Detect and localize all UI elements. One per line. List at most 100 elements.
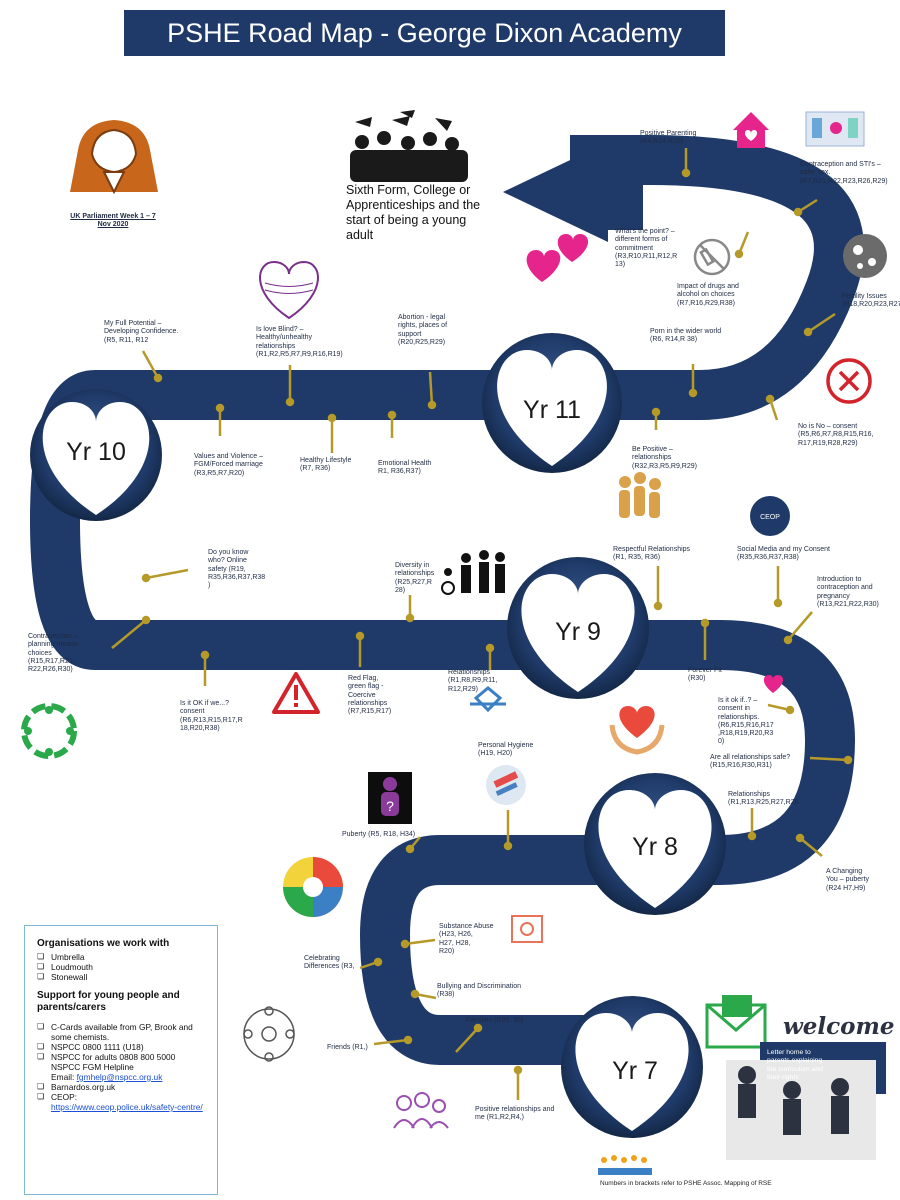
support-item: C-Cards available from GP, Brook and som…: [37, 1022, 209, 1042]
topic-diversity: Diversity in relationships (R25,R27,R 28…: [395, 562, 435, 594]
topic-substance-abuse: Substance Abuse (H23, H26, H27, H28, R20…: [439, 923, 494, 955]
year-label-8: Yr 8: [632, 833, 678, 861]
road: [30, 135, 864, 1065]
support-item: NSPCC 0800 1111 (U18): [37, 1042, 209, 1052]
topic-red-flag: Red Flag, green flag - Coercive relation…: [348, 675, 392, 716]
topic-online-safety: Do you know who? Online safety (R19, R35…: [208, 549, 266, 590]
parliament-note: UK Parliament Week 1 – 7 Nov 2020: [70, 213, 156, 229]
year-label-11: Yr 11: [523, 396, 581, 424]
topic-be-positive: Be Positive – relationships (R32,R3,R5,R…: [632, 446, 697, 470]
topic-relationships-y8: Relationships (R1,R13,R25,R27,R28: [728, 791, 799, 807]
topic-love-blind: Is love Blind? – Healthy/unhealthy relat…: [256, 326, 343, 358]
topic-contraception-stis: Contraception and STI's – safer sex. (R7…: [800, 161, 888, 185]
hands-heart-icon: [609, 706, 665, 755]
friends-network-icon: [243, 1006, 295, 1062]
footnote: Numbers in brackets refer to PSHE Assoc.…: [600, 1180, 772, 1187]
topic-emotional-health: Emotional Health R1, R36,R37): [378, 460, 432, 476]
puberty-question-icon: ?: [368, 772, 412, 824]
year-label-10: Yr 10: [66, 438, 126, 466]
road-arrow: [503, 142, 608, 242]
warning-icon: [272, 672, 320, 714]
year-label-7: Yr 7: [612, 1057, 658, 1085]
topic-respectful: Respectful Relationships (R1, R35, R36): [613, 546, 691, 562]
topic-social-media: Social Media and my Consent (R35,R36,R37…: [737, 546, 830, 562]
purple-heart-icon: [259, 260, 319, 320]
support-heading: Support for young people and parents/car…: [37, 990, 180, 1013]
stop-icon: [826, 358, 872, 404]
svg-text:CEOP: CEOP: [760, 514, 780, 521]
people-group-icon: [619, 472, 661, 518]
family-house-icon: [733, 112, 769, 148]
topic-is-it-ok: Is it OK if we...? consent (R6,R13,R15,R…: [180, 700, 243, 732]
year-circle-10: [30, 389, 162, 521]
fertility-icon: [843, 234, 887, 278]
topic-contraception-planning: Contraception – planning means choices (…: [28, 633, 78, 674]
pink-hearts-icon: [526, 234, 589, 282]
support-list: C-Cards available from GP, Brook and som…: [37, 1022, 209, 1112]
substance-icon: [511, 915, 543, 943]
year-circle-7: [561, 996, 703, 1138]
support-email-label: Email:: [51, 1072, 75, 1082]
topic-personal-hygiene: Personal Hygiene (H19, H20): [478, 742, 534, 758]
topic-positive-relationships: Positive relationships and me (R1,R2,R4,…: [475, 1106, 555, 1122]
topic-relationships-y9: Relationships (R1,R8,R9,R11, R12,R29): [448, 669, 498, 693]
topic-families: Families (R35, 36): [466, 1017, 524, 1024]
judge-icon: [70, 120, 158, 195]
support-nspcc-adults: NSPCC for adults 0808 800 5000: [51, 1052, 176, 1062]
support-item: CEOP: https://www.ceop.police.uk/safety-…: [37, 1092, 209, 1112]
year-label-9: Yr 9: [555, 618, 601, 646]
ceop-link[interactable]: https://www.ceop.police.uk/safety-centre…: [51, 1102, 203, 1112]
handshake-icon: [470, 686, 506, 713]
students-walking-image: [726, 1042, 886, 1160]
support-item: Barnardos.org.uk: [37, 1082, 209, 1092]
topic-is-it-ok-relationships: Is it ok if..? – consent in relationship…: [718, 697, 774, 746]
org-item: Stonewall: [37, 972, 209, 982]
page-title: PSHE Road Map - George Dixon Academy: [124, 10, 725, 56]
ceop-label: CEOP:: [51, 1092, 78, 1102]
topic-positive-parenting: Positive Parenting (R4,R24,R29): [640, 130, 697, 146]
fgm-email-link[interactable]: fgmhelp@nspcc.org.uk: [76, 1072, 163, 1082]
year-circle-8: [584, 773, 726, 915]
topic-my-full-potential: My Full Potential – Developing Confidenc…: [104, 320, 179, 344]
topic-whats-the-point: What's the point? – different forms of c…: [615, 228, 678, 269]
support-info-box: Organisations we work with Umbrella Loud…: [24, 925, 218, 1195]
topic-forever-fit: Forever Fit (R30): [688, 667, 722, 683]
topic-markers: [111, 148, 853, 1100]
small-heart-icon: [763, 675, 784, 693]
year-circle-11: [482, 333, 622, 473]
orgs-heading: Organisations we work with: [37, 938, 170, 949]
no-drugs-icon: [693, 238, 731, 276]
topic-fertility: Fertility Issues (R18,R20,R23,R27: [842, 293, 900, 309]
topic-abortion: Abortion - legal rights, places of suppo…: [398, 314, 448, 346]
diversity-people-icon: [441, 550, 505, 595]
year-circle-9: [507, 557, 649, 699]
topic-drugs-alcohol: Impact of drugs and alcohol on choices (…: [677, 283, 739, 307]
topic-puberty: Puberty (R5, R18, H34): [342, 831, 416, 838]
team-bridge-icon: [598, 1155, 652, 1175]
topic-all-safe: Are all relationships safe? (R15,R16,R30…: [710, 754, 791, 770]
contraception-image: [805, 111, 865, 147]
topic-no-is-no: No is No – consent (R5,R6,R7,R8,R15,R16,…: [798, 423, 874, 447]
org-item: Umbrella: [37, 952, 209, 962]
orgs-list: Umbrella Loudmouth Stonewall: [37, 952, 209, 982]
topic-porn: Porn in the wider world (R6, R14,R 38): [650, 328, 722, 344]
support-item: NSPCC for adults 0808 800 5000 NSPCC FGM…: [37, 1052, 209, 1082]
topic-intro-contraception: Introduction to contraception and pregna…: [817, 576, 879, 608]
topic-healthy-lifestyle: Healthy Lifestyle (R7, R36): [300, 457, 352, 473]
topic-bullying: Bullying and Discrimination (R38): [437, 983, 522, 999]
graduation-crowd-icon: [350, 110, 468, 182]
diversity-wheel-icon: [283, 857, 343, 917]
support-fgm-helpline: NSPCC FGM Helpline: [51, 1062, 134, 1072]
topic-values-violence: Values and Violence – FGM/Forced marriag…: [194, 453, 264, 477]
org-item: Loudmouth: [37, 962, 209, 972]
svg-text:?: ?: [386, 798, 394, 814]
ceop-logo: CEOP: [750, 496, 790, 536]
letter-home-note: Letter home to parents explaining the cu…: [767, 1049, 823, 1081]
topic-friends: Friends (R1,): [327, 1044, 368, 1051]
support-circle-icon: [21, 703, 77, 759]
hygiene-icon: [486, 765, 526, 805]
families-icon: [393, 1092, 449, 1129]
topic-celebrating: Celebrating Differences (R3,: [304, 955, 355, 971]
topic-changing-you: A Changing You – puberty (R24 H7,H9): [826, 868, 869, 892]
